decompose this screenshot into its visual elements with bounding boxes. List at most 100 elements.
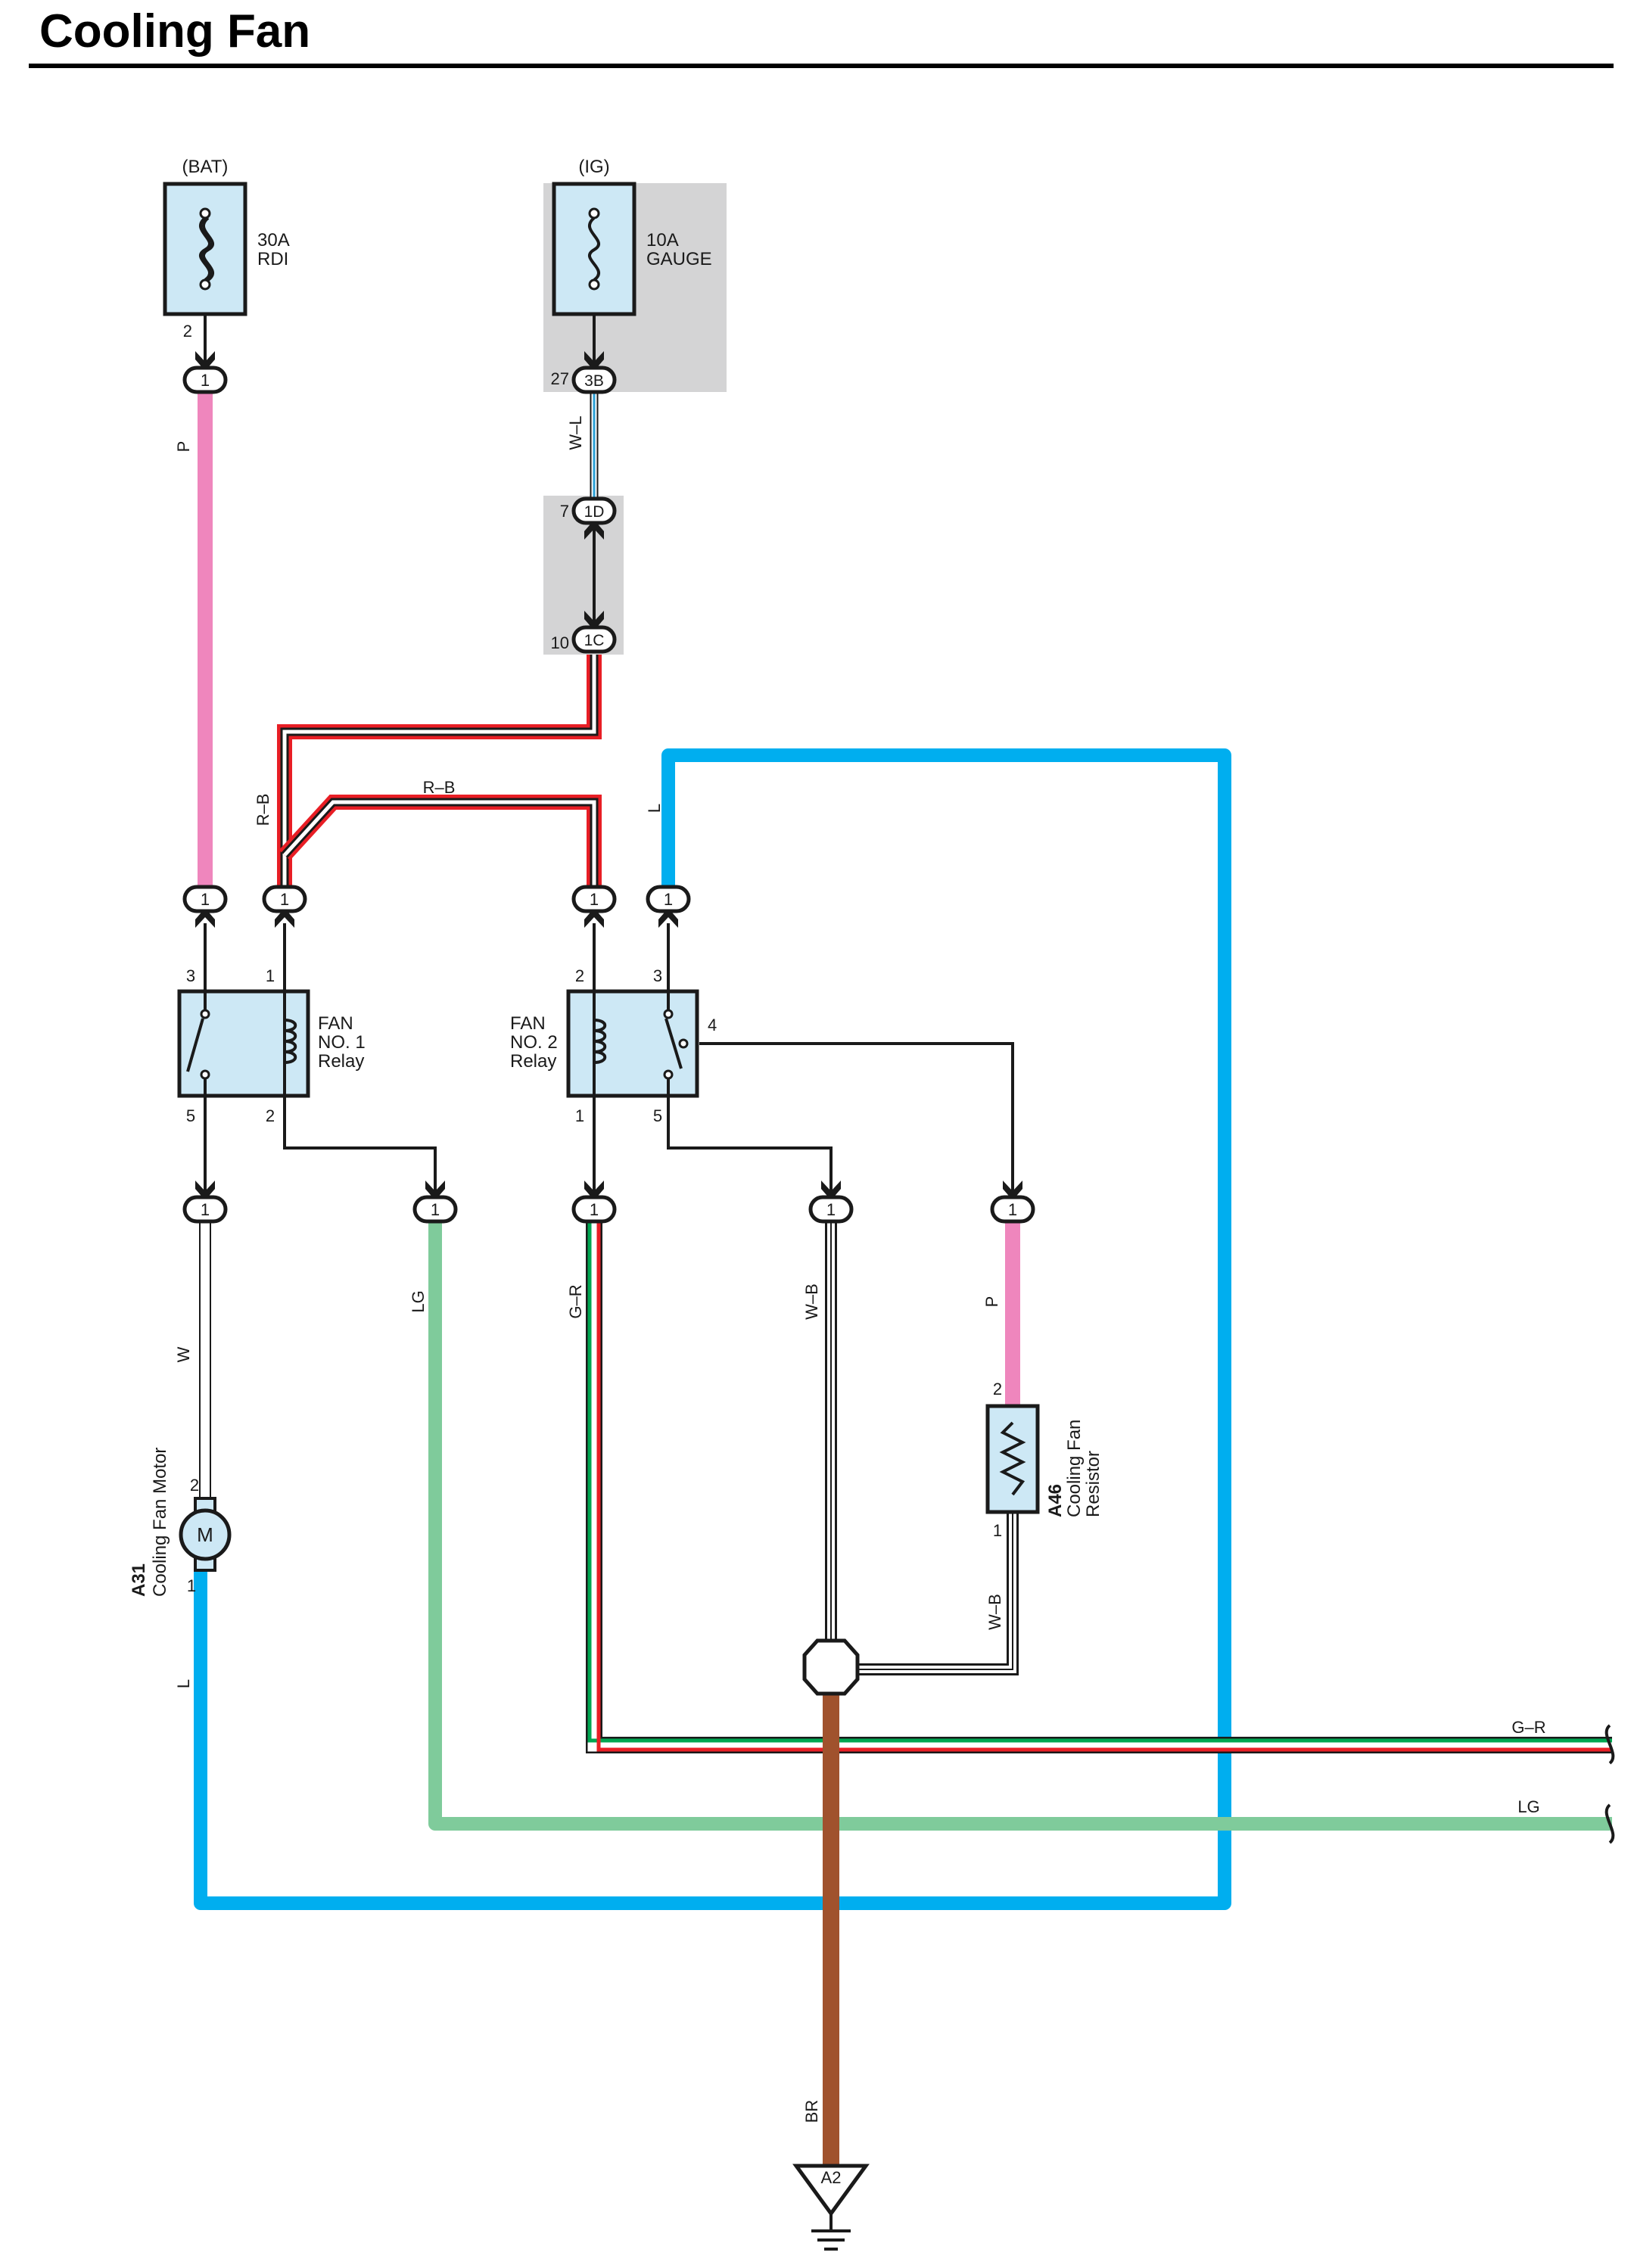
motor-letter: M <box>197 1523 213 1546</box>
motor-pin-1: 1 <box>187 1576 196 1595</box>
wire-label-w: W <box>174 1346 193 1362</box>
wire-label-r-b-horiz: R–B <box>423 778 456 797</box>
connector-motor-feed: 1 <box>182 1181 228 1224</box>
page-title: Cooling Fan <box>39 5 311 58</box>
splice-junction <box>802 1638 860 1696</box>
fan-no1-relay <box>177 989 310 1098</box>
connector-lg: 1 <box>412 1181 458 1224</box>
connector-1d-pill <box>571 496 617 525</box>
fuse-rdi-amp: 30A <box>257 230 290 250</box>
connector-resistor-feed-pill <box>990 1195 1035 1224</box>
wire-label-p-resistor: P <box>982 1296 1001 1308</box>
connector-w-b-label: 1 <box>826 1200 836 1219</box>
relay1-pin-3: 3 <box>186 966 195 985</box>
fan2-label-2: NO. 2 <box>510 1032 558 1053</box>
wire-break-marks <box>1604 1724 1615 1844</box>
relay2-pin-4: 4 <box>708 1016 717 1034</box>
wire-r-b-main <box>277 655 602 897</box>
wire-label-w-b-1: W–B <box>802 1283 821 1320</box>
connector-1d-label: 1D <box>584 503 605 521</box>
fan-no2-relay <box>566 989 699 1098</box>
motor-pin-2: 2 <box>190 1476 199 1495</box>
fan2-label-3: Relay <box>510 1051 556 1072</box>
connector-fuse-rdi-label: 1 <box>201 371 210 390</box>
wire-r-b-branch <box>279 795 602 897</box>
connector-relay2-pin2-pill <box>571 885 617 913</box>
relay2-pin-2: 2 <box>575 966 584 985</box>
wire-g-r <box>586 1222 1612 1753</box>
connector-fuse-rdi-pill <box>182 366 228 394</box>
relay1-pin-5: 5 <box>186 1106 195 1125</box>
connector-g-r-pill <box>571 1195 617 1224</box>
relay-thin-wires <box>204 310 1014 1192</box>
fuse-gauge <box>552 182 636 316</box>
relay2-pin-5: 5 <box>653 1106 662 1125</box>
connector-fuse-rdi: 1 <box>182 351 228 394</box>
connector-relay1-pin3-label: 1 <box>201 890 210 909</box>
connector-1c-label: 1C <box>584 632 605 649</box>
connector-1c-pill <box>571 625 617 654</box>
connector-3b-pill <box>571 366 617 394</box>
connector-relay2-pin2-label: 1 <box>590 890 599 909</box>
cooling-fan-resistor <box>985 1404 1040 1514</box>
connector-resistor-feed-label: 1 <box>1008 1200 1017 1219</box>
fuse-gauge-amp: 10A <box>646 230 679 250</box>
connector-3b-label: 3B <box>584 372 604 390</box>
connector-3b: 3B <box>571 351 617 394</box>
connector-motor-feed-label: 1 <box>201 1200 210 1219</box>
motor-code: A31 <box>129 1563 149 1597</box>
resistor-pin-1: 1 <box>993 1521 1002 1540</box>
wire-label-l-top: L <box>645 804 664 813</box>
motor-name: Cooling Fan Motor <box>150 1448 170 1597</box>
connector-relay2-pin3-pill <box>646 885 691 913</box>
connector-w-b-pill <box>808 1195 854 1224</box>
title-underline <box>29 64 1614 68</box>
fan1-label-1: FAN <box>318 1013 353 1034</box>
connector-lg-label: 1 <box>431 1200 440 1219</box>
pin-27: 27 <box>551 369 569 388</box>
pin-2-fuse1: 2 <box>183 322 192 341</box>
fuse-rdi <box>163 182 247 316</box>
connector-relay2-pin2: 1 <box>571 885 617 928</box>
relay1-pin-2: 2 <box>266 1106 275 1125</box>
connector-relay1-pin1-label: 1 <box>280 890 289 909</box>
connector-relay2-pin3-label: 1 <box>664 890 673 909</box>
fuse-rdi-name: RDI <box>257 249 288 269</box>
connector-relay2-pin3: 1 <box>646 885 691 928</box>
connector-1d: 1D <box>571 496 617 540</box>
connector-w-b: 1 <box>808 1181 854 1224</box>
relay2-pin-1: 1 <box>575 1106 584 1125</box>
wire-w-b-2 <box>859 1514 1019 1675</box>
wire-label-lg-right: LG <box>1517 1797 1539 1816</box>
connector-relay1-pin1: 1 <box>262 885 307 928</box>
pin-7: 7 <box>560 502 569 521</box>
wire-label-w-l: W–L <box>566 415 585 450</box>
fan2-label-1: FAN <box>510 1013 546 1034</box>
resistor-pin-2: 2 <box>993 1380 1002 1398</box>
connector-g-r-label: 1 <box>590 1200 599 1219</box>
resistor-code: A46 <box>1045 1484 1066 1517</box>
connector-group: 1 3B 1D 1C 1 1 1 1 1 1 1 1 1 <box>182 351 1035 1224</box>
wire-label-r-b-vert: R–B <box>254 794 272 826</box>
connector-relay1-pin1-pill <box>262 885 307 913</box>
wire-label-w-b-2: W–B <box>985 1594 1004 1630</box>
resistor-name-2: Resistor <box>1083 1451 1103 1517</box>
wire-label-g-r-right: G–R <box>1511 1718 1545 1737</box>
connector-motor-feed-pill <box>182 1195 228 1224</box>
wire-label-lg: LG <box>409 1290 428 1312</box>
ground-code: A2 <box>821 2168 842 2187</box>
wire-label-p-top: P <box>174 441 193 453</box>
connector-lg-pill <box>412 1195 458 1224</box>
cooling-fan-motor <box>179 1497 232 1572</box>
bat-label: (BAT) <box>182 157 229 177</box>
fan1-label-2: NO. 1 <box>318 1032 366 1053</box>
fuse-gauge-name: GAUGE <box>646 249 712 269</box>
wire-label-l-bottom: L <box>174 1679 193 1688</box>
connector-relay1-pin3: 1 <box>182 885 228 928</box>
wire-lg <box>428 1222 1612 1831</box>
connector-resistor-feed: 1 <box>990 1181 1035 1224</box>
resistor-name-1: Cooling Fan <box>1064 1420 1085 1517</box>
fan1-label-3: Relay <box>318 1051 364 1072</box>
